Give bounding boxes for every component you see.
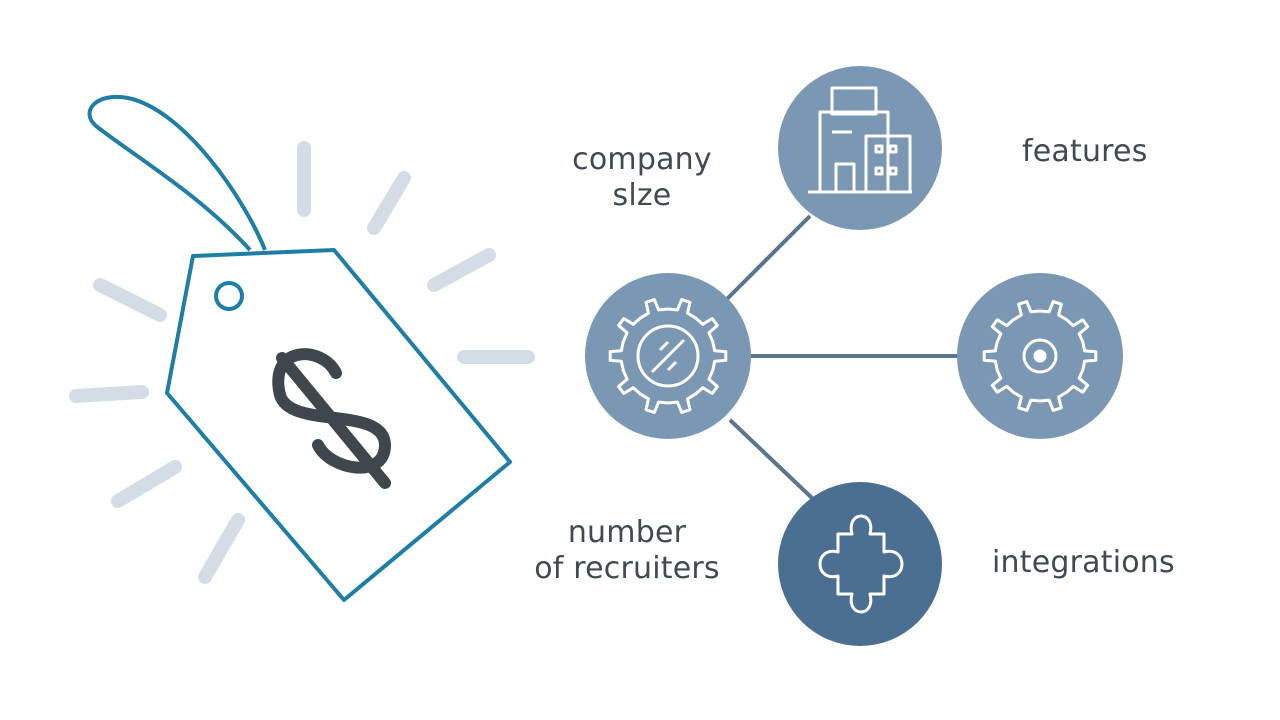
gear-icon (982, 300, 1098, 412)
center-gear-node (585, 273, 751, 439)
puzzle-icon (818, 514, 904, 614)
integrations-node (778, 482, 942, 646)
label-features: features (1022, 134, 1148, 169)
features-node (957, 273, 1123, 439)
gear-icon (608, 298, 728, 414)
company-size-node (778, 66, 942, 230)
label-number-of-recruiters: number of recruiters (534, 515, 720, 586)
building-icon (808, 86, 912, 194)
label-integrations: integrations (992, 545, 1175, 580)
label-company-size: company slze (572, 142, 712, 213)
connectors (722, 214, 958, 500)
dollar-icon (272, 348, 392, 489)
sparkle-rays (69, 141, 535, 584)
